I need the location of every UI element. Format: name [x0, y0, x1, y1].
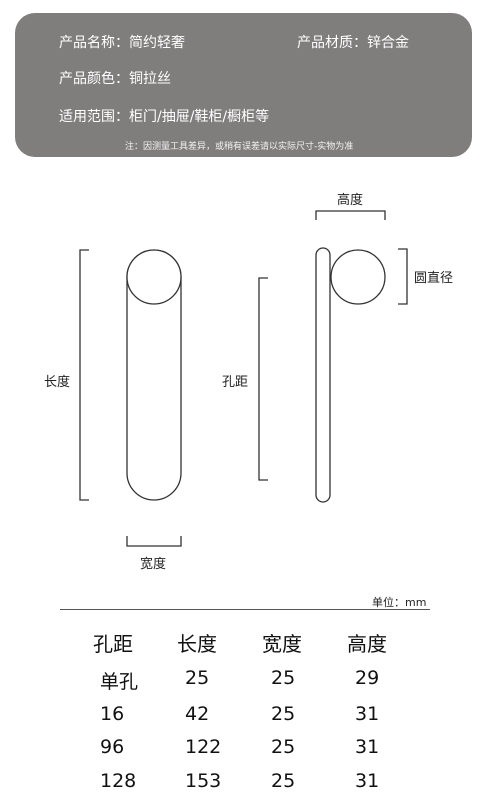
height-bracket — [315, 210, 386, 220]
cell-width: 25 — [271, 770, 296, 792]
cell-height: 31 — [355, 770, 380, 792]
cell-height: 29 — [355, 667, 380, 689]
cell-width: 25 — [271, 667, 296, 689]
product-color-row: 产品颜色：铜拉丝 — [59, 68, 171, 88]
hole-distance-label: 孔距 — [222, 375, 249, 390]
hole-distance-bracket — [258, 277, 268, 481]
cell-hole-distance: 单孔 — [100, 671, 139, 693]
product-name-label: 产品名称： — [59, 35, 129, 51]
length-label: 长度 — [44, 375, 71, 390]
product-name-row: 产品名称：简约轻奢 — [59, 32, 185, 52]
unit-label: 单位：mm — [372, 596, 427, 609]
header-length: 长度 — [177, 632, 217, 656]
product-scope-value: 柜门/抽屉/鞋柜/橱柜等 — [129, 109, 270, 125]
cell-hole-distance: 16 — [100, 703, 125, 725]
measurement-note: 注：因测量工具差异，或稍有误差请以实际尺寸-实物为准 — [125, 142, 354, 152]
product-material-row: 产品材质：锌合金 — [297, 32, 409, 52]
header-hole-distance: 孔距 — [93, 632, 133, 656]
cell-length: 153 — [185, 770, 222, 792]
handle-drawings — [79, 210, 408, 547]
cell-length: 42 — [185, 703, 210, 725]
product-material-value: 锌合金 — [367, 35, 409, 51]
table-divider — [60, 609, 430, 610]
width-label: 宽度 — [140, 557, 167, 572]
cell-width: 25 — [271, 703, 296, 725]
product-scope-row: 适用范围：柜门/抽屉/鞋柜/橱柜等 — [59, 106, 269, 126]
cell-length: 122 — [185, 736, 222, 758]
round-diameter-label: 圆直径 — [414, 271, 454, 286]
product-scope-label: 适用范围： — [59, 109, 129, 125]
product-name-value: 简约轻奢 — [129, 35, 185, 51]
header-width: 宽度 — [262, 632, 302, 656]
cell-hole-distance: 96 — [100, 736, 125, 758]
length-bracket — [79, 249, 89, 501]
cell-hole-distance: 128 — [100, 770, 137, 792]
product-material-label: 产品材质： — [297, 35, 367, 51]
product-info-panel: 产品名称：简约轻奢 产品材质：锌合金 产品颜色：铜拉丝 适用范围：柜门/抽屉/鞋… — [15, 13, 472, 157]
dimension-diagram: 长度 宽度 孔距 高度 圆直径 — [0, 160, 487, 580]
cell-length: 25 — [185, 667, 210, 689]
product-color-label: 产品颜色： — [59, 71, 129, 87]
handle-side-bar — [315, 247, 331, 503]
product-color-value: 铜拉丝 — [129, 71, 171, 87]
handle-front-knob — [126, 249, 182, 305]
cell-height: 31 — [355, 736, 380, 758]
header-height: 高度 — [347, 632, 387, 656]
round-diameter-bracket — [398, 248, 408, 305]
handle-side-knob — [330, 249, 386, 305]
cell-height: 31 — [355, 703, 380, 725]
height-label: 高度 — [337, 193, 364, 208]
width-bracket — [126, 536, 182, 547]
cell-width: 25 — [271, 736, 296, 758]
